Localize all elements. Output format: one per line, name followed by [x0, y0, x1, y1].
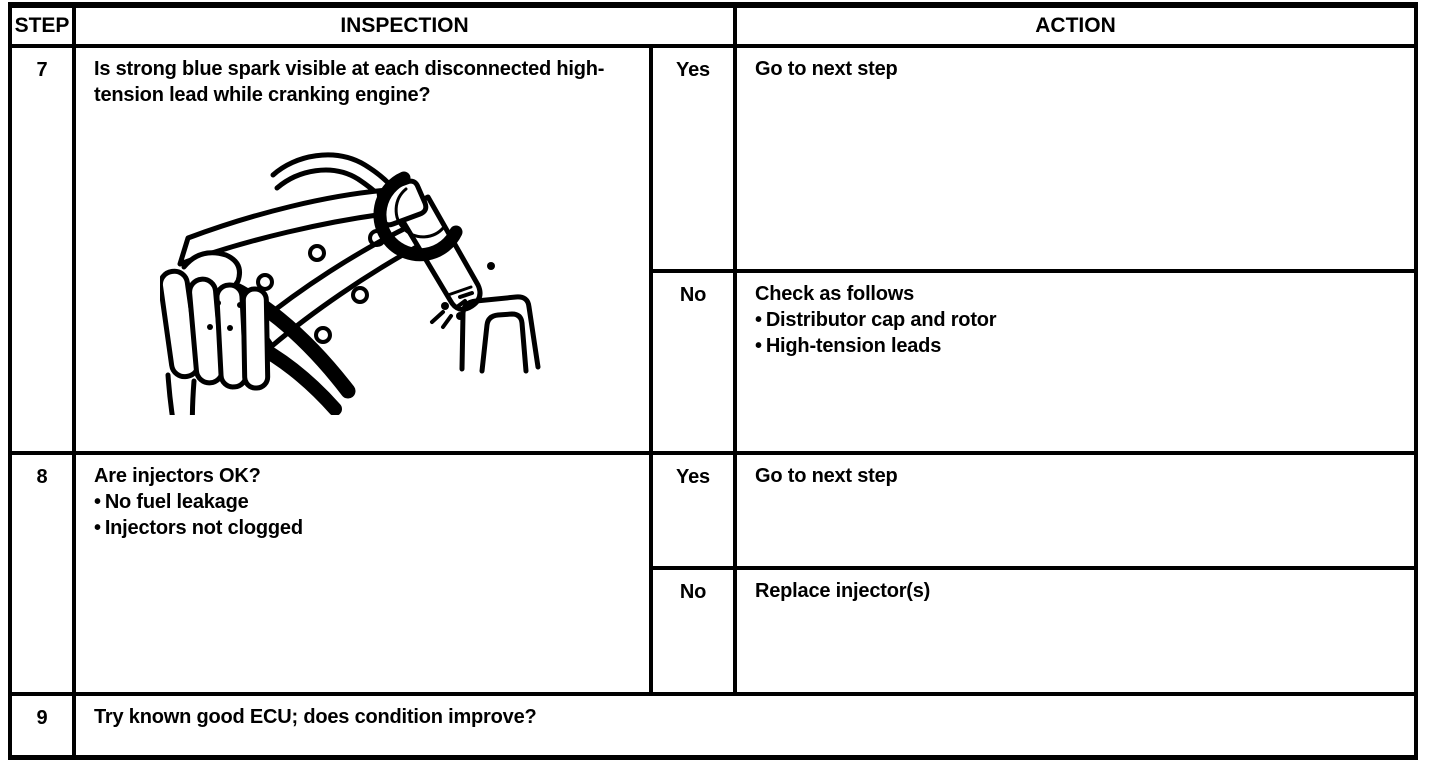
step-7-no-action: Check as follows • Distributor cap and r… [737, 273, 1414, 359]
wrist-line [165, 372, 175, 415]
inspection-bullet: • No fuel leakage [94, 489, 635, 515]
knuckle-dot [237, 302, 243, 308]
plier-rivet [256, 273, 274, 291]
step-8-inspection: Are injectors OK? • No fuel leakage • In… [76, 455, 649, 541]
spark-test-illustration [160, 152, 541, 415]
spark-dot [487, 262, 495, 270]
bullet-text: Injectors not clogged [104, 517, 303, 539]
header-step: STEP [12, 8, 76, 48]
spark-dash [455, 299, 467, 309]
spark-plug-inner [479, 311, 529, 374]
spark-dash [430, 310, 445, 324]
plier-jaw [373, 171, 463, 262]
knuckle-dot [207, 324, 213, 330]
inspection-bullet: • Injectors not clogged [94, 515, 635, 541]
action-bullet: • Distributor cap and rotor [755, 307, 1400, 333]
step-7-no-label: No [653, 273, 737, 455]
bullet-icon: • [94, 491, 101, 513]
header-inspection: INSPECTION [76, 8, 737, 48]
spark-plug-outline [459, 294, 541, 372]
plier-arm [177, 187, 395, 267]
bullet-text: High-tension leads [765, 335, 942, 357]
bullet-icon: • [755, 335, 762, 357]
plier-jaw-detail [394, 187, 446, 239]
step-8-inspection-cell: Are injectors OK? • No fuel leakage • In… [76, 455, 653, 696]
bullet-icon: • [755, 309, 762, 331]
action-bullet: • High-tension leads [755, 333, 1400, 359]
troubleshooting-table: STEP INSPECTION ACTION 7 Is strong blue … [8, 2, 1418, 760]
step-7-yes-action: Go to next step [737, 48, 1414, 273]
step-7-number: 7 [12, 48, 76, 455]
plier-rivet [308, 244, 326, 262]
step-7-yes-label: Yes [653, 48, 737, 273]
plier-arm [254, 222, 423, 349]
step-7-no-action-cell: Check as follows • Distributor cap and r… [737, 273, 1414, 455]
spark-dot [441, 302, 449, 310]
step-9-number: 9 [12, 696, 76, 756]
wire-line [270, 152, 399, 195]
spark-dash [441, 314, 453, 329]
inspection-text: Are injectors OK? [94, 465, 261, 487]
step-8-yes-label: Yes [653, 455, 737, 570]
step-8-no-label: No [653, 570, 737, 696]
step-9-inspection: Try known good ECU; does condition impro… [94, 706, 537, 728]
bullet-text: No fuel leakage [104, 491, 249, 513]
header-action: ACTION [737, 8, 1414, 48]
plier-rivet [351, 286, 369, 304]
knuckle-dot [215, 300, 221, 306]
step-7-inspection-text: Is strong blue spark visible at each dis… [94, 58, 605, 106]
wrist-line [189, 378, 197, 415]
step-8-number: 8 [12, 455, 76, 696]
knuckle-dot [227, 325, 233, 331]
step-8-yes-action: Go to next step [737, 455, 1414, 570]
boot-tip-line [446, 285, 473, 297]
bullet-icon: • [94, 517, 101, 539]
spark-dash [458, 291, 474, 299]
finger [240, 286, 271, 391]
step-7-inspection-cell: Is strong blue spark visible at each dis… [76, 48, 653, 455]
bullet-text: Distributor cap and rotor [765, 309, 997, 331]
action-text: Check as follows [755, 283, 915, 305]
plier-rivet [314, 326, 332, 344]
step-8-no-action: Replace injector(s) [737, 570, 1414, 696]
